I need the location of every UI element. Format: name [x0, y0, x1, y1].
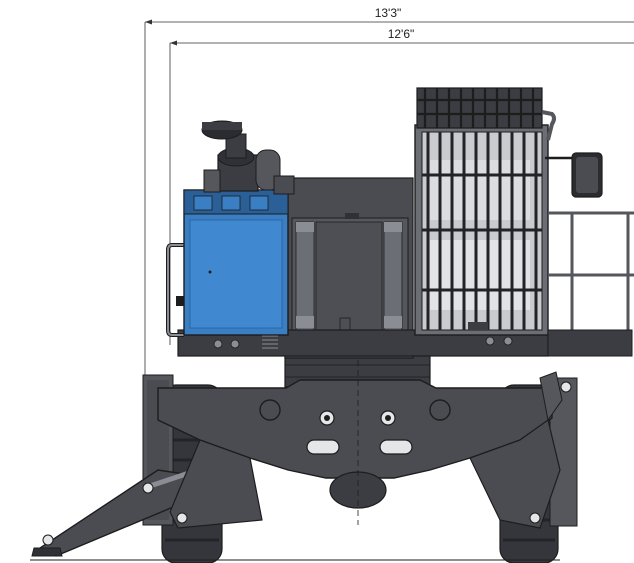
outrigger-right	[469, 371, 572, 529]
upper-frame	[284, 177, 414, 359]
dimension-overall: 13'3"	[144, 6, 634, 375]
dimension-inner: 12'6"	[169, 27, 634, 345]
side-railing	[547, 211, 634, 357]
dimension-overall-label: 13'3"	[375, 6, 402, 20]
side-mirror	[545, 152, 603, 198]
outrigger-left	[31, 439, 263, 557]
operator-cab	[414, 87, 556, 336]
engine-cover	[166, 189, 289, 337]
dimension-inner-label: 12'6"	[388, 27, 415, 41]
engine-top	[201, 120, 295, 195]
